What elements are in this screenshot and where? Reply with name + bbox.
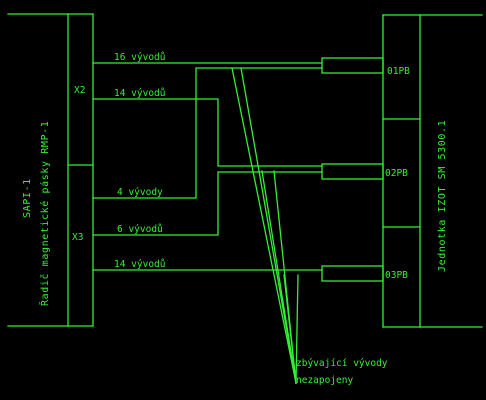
note-line-2: nezapojeny (296, 375, 353, 386)
wire-4 (92, 67, 323, 199)
connector-03pb (321, 265, 384, 282)
wire-label-16: 16 vývodů (114, 52, 165, 63)
wire-label-6: 6 vývodů (117, 224, 163, 235)
wire-6 (92, 171, 323, 236)
wire-label-14-x2: 14 vývodů (114, 88, 165, 99)
connector-02pb (321, 163, 384, 180)
wire-14-x2 (92, 98, 323, 167)
left-system-label: SAPI-1 (22, 178, 33, 218)
block-02pb-label: 02PB (385, 168, 408, 179)
note-line-1: zbývající vývody (296, 358, 388, 369)
block-03pb-label: 03PB (385, 270, 408, 281)
block-01pb-label: 01PB (387, 66, 410, 77)
connector-x2-label: X2 (74, 85, 85, 96)
left-device-label: Řadič magnetické pásky RMP-1 (38, 121, 51, 306)
connector-x3-label: X3 (72, 232, 83, 243)
wire-label-4: 4 vývody (117, 187, 163, 198)
unconnected-leads (231, 67, 299, 384)
wire-label-14-x3: 14 vývodů (114, 259, 165, 270)
connector-01pb (321, 57, 384, 74)
right-device-label: Jednotka IZOT SM 5300.1 (437, 120, 448, 272)
controller-box (7, 13, 94, 327)
